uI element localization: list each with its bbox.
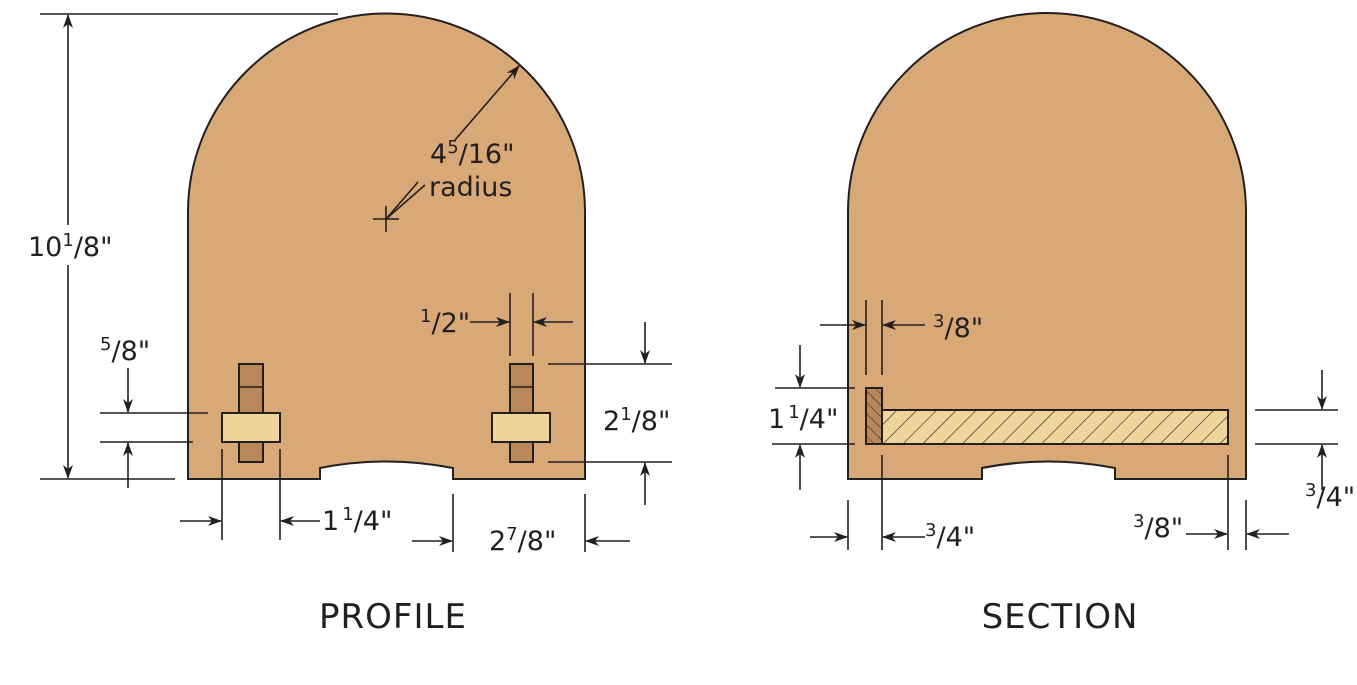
- section-panel: [847, 12, 1247, 480]
- section-title: SECTION: [982, 597, 1139, 637]
- bolt-height-label: 21/8": [603, 404, 670, 437]
- piece-thickness-label: 3/8": [933, 311, 983, 344]
- left-offset-label: 3/4": [925, 520, 975, 553]
- edge-offset-label: 27/8": [489, 524, 556, 557]
- radius-word: radius: [429, 172, 512, 203]
- right-offset-label: 3/8": [1133, 511, 1183, 544]
- right-nut: [491, 412, 551, 443]
- height-label: 101/8": [28, 230, 113, 263]
- stem-width-label: 1/2": [420, 306, 470, 339]
- left-nut: [221, 412, 281, 443]
- board-thickness-label: 3/4": [1305, 480, 1355, 513]
- hatched-board: [881, 409, 1229, 445]
- radius-label: 45/16": [430, 137, 515, 170]
- hatched-upright: [865, 387, 883, 445]
- profile-title: PROFILE: [319, 597, 467, 637]
- nut-thickness-label: 5/8": [100, 334, 150, 367]
- profile-panel: [187, 12, 586, 480]
- left-bolt: [221, 363, 281, 463]
- right-bolt: [491, 363, 551, 463]
